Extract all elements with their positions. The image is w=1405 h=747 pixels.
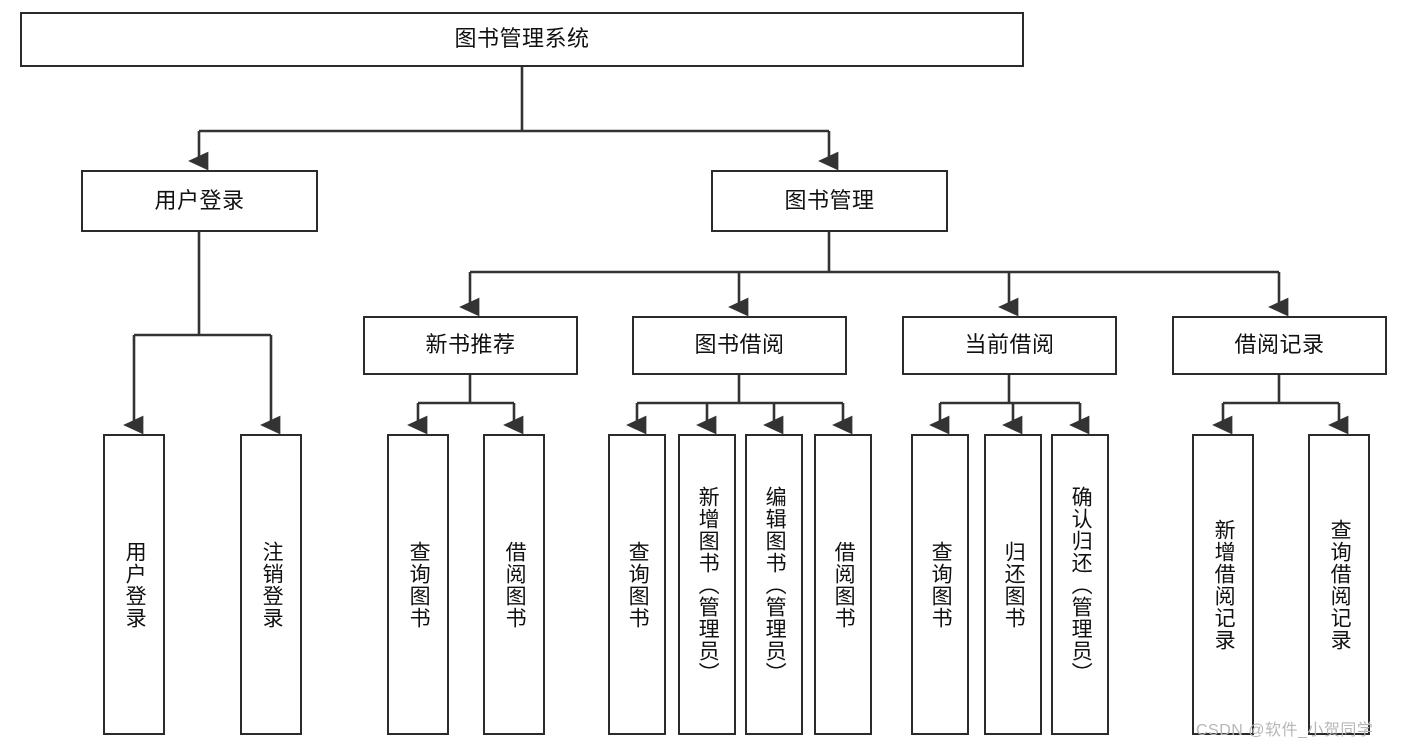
node-leaf-user-logout[interactable]: 注销登录 — [240, 434, 302, 735]
node-root-label: 图书管理系统 — [454, 26, 590, 52]
node-leaf-add-borrow-record-label: 新增借阅记录 — [1212, 518, 1236, 651]
node-new-book-recommend-label: 新书推荐 — [425, 332, 516, 358]
node-leaf-borrow-book-rec[interactable]: 借阅图书 — [483, 434, 545, 735]
node-leaf-user-login[interactable]: 用户登录 — [103, 434, 165, 735]
node-leaf-confirm-return[interactable]: 确认归还（管理员） — [1051, 434, 1109, 735]
node-book-borrow-label: 图书借阅 — [694, 332, 785, 358]
node-leaf-user-login-label: 用户登录 — [123, 540, 147, 629]
node-leaf-confirm-return-label: 确认归还（管理员） — [1069, 485, 1093, 684]
node-book-management[interactable]: 图书管理 — [711, 170, 948, 232]
node-leaf-query-borrow-record[interactable]: 查询借阅记录 — [1308, 434, 1370, 735]
node-leaf-return-book-label: 归还图书 — [1002, 540, 1026, 629]
node-current-borrow[interactable]: 当前借阅 — [902, 316, 1117, 375]
node-borrow-record-label: 借阅记录 — [1234, 332, 1325, 358]
node-leaf-borrow-book-label: 借阅图书 — [832, 540, 856, 629]
node-current-borrow-label: 当前借阅 — [964, 332, 1055, 358]
node-user-login-label: 用户登录 — [154, 187, 245, 213]
node-user-login[interactable]: 用户登录 — [81, 170, 318, 232]
node-leaf-query-book-borrow-label: 查询图书 — [626, 540, 650, 629]
node-leaf-query-book-cur[interactable]: 查询图书 — [911, 434, 969, 735]
node-leaf-edit-book[interactable]: 编辑图书（管理员） — [745, 434, 803, 735]
node-leaf-query-book-rec-label: 查询图书 — [407, 540, 431, 629]
node-book-management-label: 图书管理 — [784, 187, 875, 213]
node-leaf-add-book[interactable]: 新增图书（管理员） — [678, 434, 736, 735]
node-leaf-add-book-label: 新增图书（管理员） — [696, 485, 720, 684]
node-leaf-add-borrow-record[interactable]: 新增借阅记录 — [1192, 434, 1254, 735]
node-leaf-query-book-borrow[interactable]: 查询图书 — [608, 434, 666, 735]
node-leaf-return-book[interactable]: 归还图书 — [984, 434, 1042, 735]
node-leaf-borrow-book-rec-label: 借阅图书 — [503, 540, 527, 629]
node-leaf-query-book-cur-label: 查询图书 — [929, 540, 953, 629]
node-leaf-borrow-book[interactable]: 借阅图书 — [814, 434, 872, 735]
node-new-book-recommend[interactable]: 新书推荐 — [363, 316, 578, 375]
node-book-borrow[interactable]: 图书借阅 — [632, 316, 847, 375]
node-borrow-record[interactable]: 借阅记录 — [1172, 316, 1387, 375]
node-root[interactable]: 图书管理系统 — [20, 12, 1024, 67]
node-leaf-user-logout-label: 注销登录 — [260, 540, 284, 629]
node-leaf-edit-book-label: 编辑图书（管理员） — [763, 485, 787, 684]
node-leaf-query-borrow-record-label: 查询借阅记录 — [1328, 518, 1352, 651]
node-leaf-query-book-rec[interactable]: 查询图书 — [387, 434, 449, 735]
